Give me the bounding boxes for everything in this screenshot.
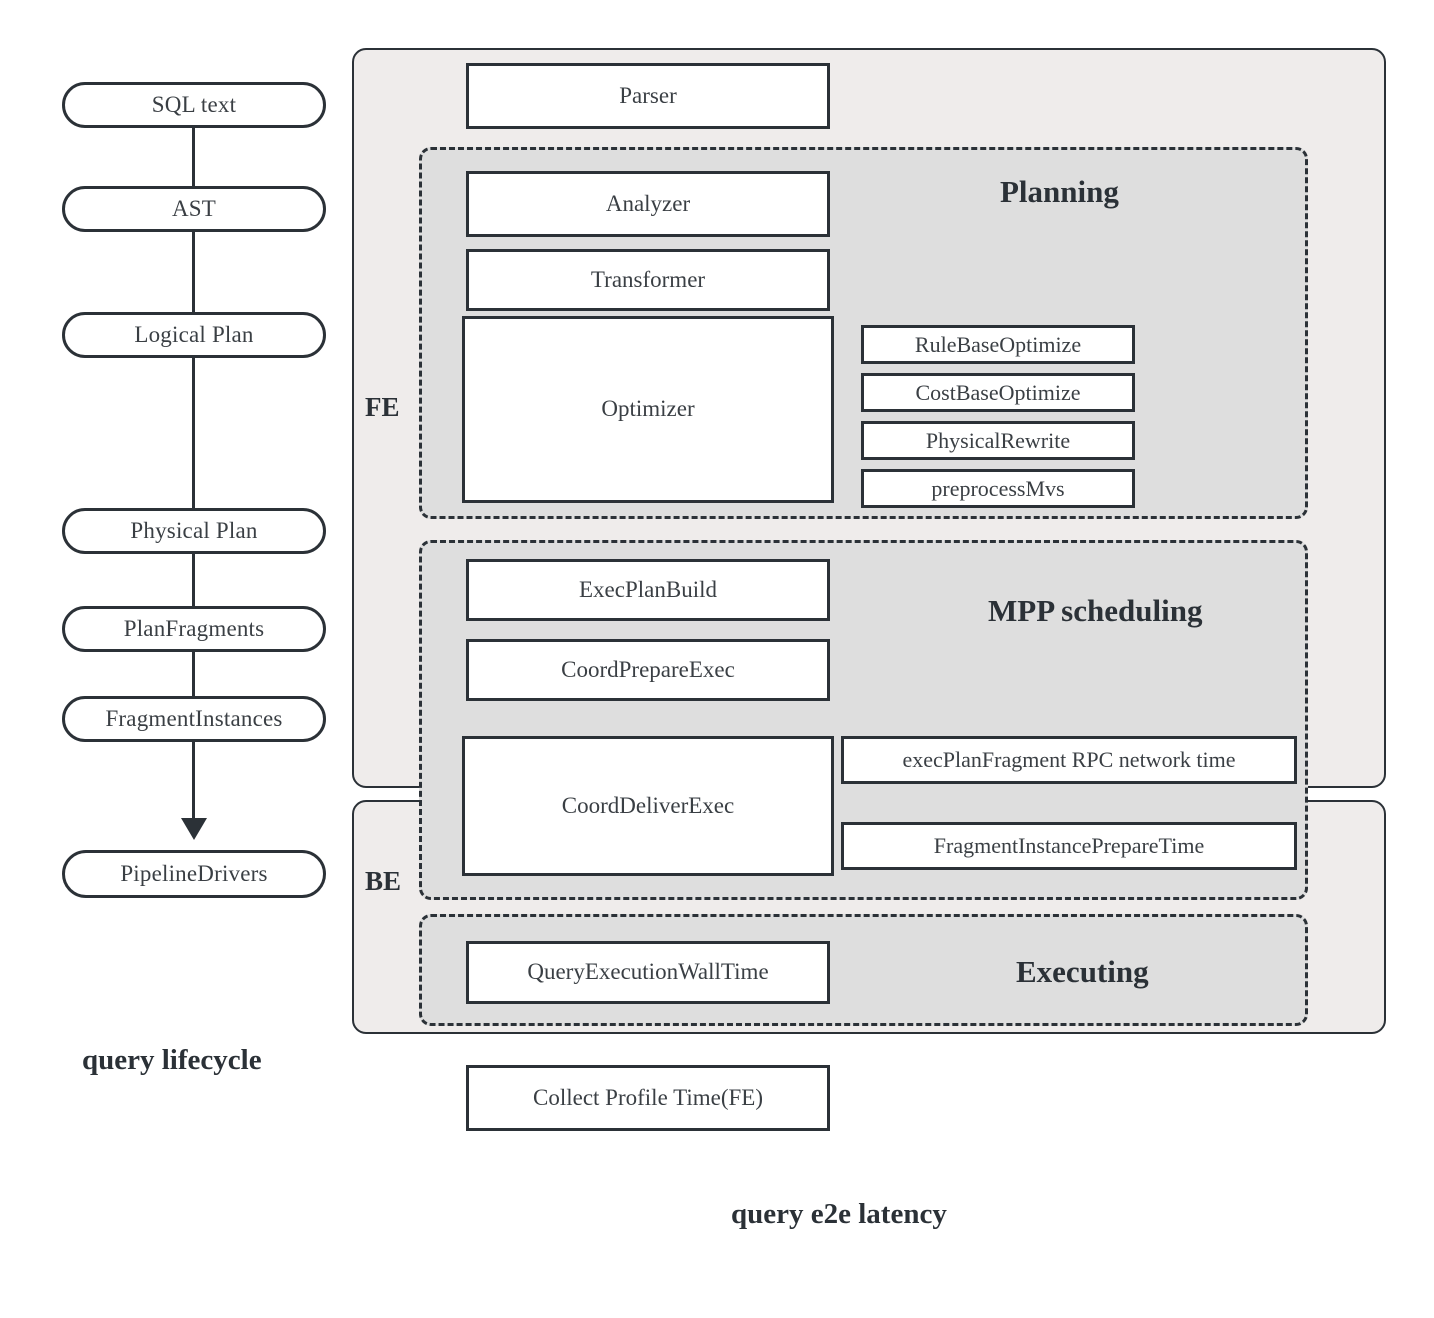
fragment-instance-prepare-time-box[interactable]: FragmentInstancePrepareTime — [841, 822, 1297, 870]
analyzer-box[interactable]: Analyzer — [466, 171, 830, 237]
lifecycle-connector-5 — [192, 650, 195, 700]
cost-base-optimize-label: CostBaseOptimize — [915, 379, 1081, 405]
query-execution-wall-time-label: QueryExecutionWallTime — [527, 959, 769, 985]
fragment-instance-prepare-time-label: FragmentInstancePrepareTime — [933, 833, 1205, 859]
lifecycle-node-label: Logical Plan — [134, 322, 254, 347]
lifecycle-node-ast[interactable]: AST — [62, 186, 326, 232]
collect-profile-time-label: Collect Profile Time(FE) — [533, 1084, 763, 1110]
coord-deliver-exec-box[interactable]: CoordDeliverExec — [462, 736, 834, 876]
lifecycle-node-label: PipelineDrivers — [120, 861, 268, 886]
cost-base-optimize-box[interactable]: CostBaseOptimize — [861, 373, 1135, 412]
lifecycle-connector-6 — [192, 740, 195, 822]
lifecycle-node-label: FragmentInstances — [105, 706, 283, 731]
exec-plan-build-box[interactable]: ExecPlanBuild — [466, 559, 830, 621]
executing-stage-title: Executing — [1016, 954, 1149, 989]
mpp-scheduling-stage-title: MPP scheduling — [988, 593, 1203, 628]
lifecycle-connector-2 — [192, 230, 195, 316]
exec-plan-build-label: ExecPlanBuild — [579, 576, 717, 602]
coord-deliver-exec-label: CoordDeliverExec — [561, 792, 735, 818]
be-panel-label: BE — [365, 866, 402, 896]
collect-profile-time-box[interactable]: Collect Profile Time(FE) — [466, 1065, 830, 1131]
transformer-box-label: Transformer — [590, 266, 706, 292]
physical-rewrite-box[interactable]: PhysicalRewrite — [861, 421, 1135, 460]
parser-box[interactable]: Parser — [466, 63, 830, 129]
physical-rewrite-label: PhysicalRewrite — [925, 427, 1071, 453]
preprocess-mvs-box[interactable]: preprocessMvs — [861, 469, 1135, 508]
planning-stage-title: Planning — [1000, 174, 1119, 209]
exec-plan-fragment-rpc-label: execPlanFragment RPC network time — [902, 747, 1236, 773]
lifecycle-connector-1 — [192, 126, 195, 190]
lifecycle-node-logical-plan[interactable]: Logical Plan — [62, 312, 326, 358]
lifecycle-connector-3 — [192, 356, 195, 512]
lifecycle-node-physical-plan[interactable]: Physical Plan — [62, 508, 326, 554]
preprocess-mvs-label: preprocessMvs — [931, 475, 1065, 501]
coord-prepare-exec-box[interactable]: CoordPrepareExec — [466, 639, 830, 701]
rule-base-optimize-box[interactable]: RuleBaseOptimize — [861, 325, 1135, 364]
optimizer-box-label: Optimizer — [601, 396, 695, 422]
transformer-box[interactable]: Transformer — [466, 249, 830, 311]
lifecycle-connector-4 — [192, 552, 195, 610]
lifecycle-arrowhead — [181, 818, 207, 840]
fe-panel-label: FE — [365, 392, 400, 422]
analyzer-box-label: Analyzer — [605, 190, 691, 216]
parser-box-label: Parser — [619, 82, 677, 108]
query-e2e-latency-caption: query e2e latency — [731, 1198, 947, 1230]
lifecycle-node-sql-text[interactable]: SQL text — [62, 82, 326, 128]
coord-prepare-exec-label: CoordPrepareExec — [561, 656, 735, 682]
lifecycle-node-label: PlanFragments — [123, 616, 265, 641]
query-lifecycle-caption: query lifecycle — [82, 1044, 262, 1076]
query-execution-wall-time-box[interactable]: QueryExecutionWallTime — [466, 941, 830, 1004]
optimizer-box[interactable]: Optimizer — [462, 316, 834, 503]
exec-plan-fragment-rpc-box[interactable]: execPlanFragment RPC network time — [841, 736, 1297, 784]
lifecycle-node-label: Physical Plan — [130, 518, 258, 543]
lifecycle-node-label: AST — [171, 196, 217, 221]
lifecycle-node-plan-fragments[interactable]: PlanFragments — [62, 606, 326, 652]
lifecycle-node-fragment-instances[interactable]: FragmentInstances — [62, 696, 326, 742]
lifecycle-node-label: SQL text — [151, 92, 237, 117]
lifecycle-node-pipeline-drivers[interactable]: PipelineDrivers — [62, 850, 326, 898]
rule-base-optimize-label: RuleBaseOptimize — [914, 331, 1082, 357]
